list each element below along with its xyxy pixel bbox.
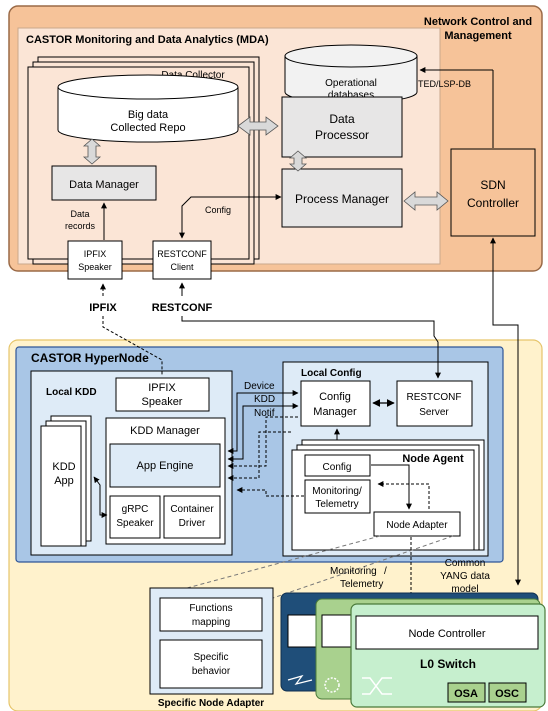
process-manager-label: Process Manager [295,192,389,206]
node-agent-label: Node Agent [402,453,464,465]
mda-ipfix-speaker-box [67,240,123,280]
kdd-app-label-1: KDD [52,461,75,473]
big-data-repo: Big data Collected Repo [57,74,239,143]
device-label: Device [244,381,275,392]
data-processor-label-2: Processor [315,128,369,142]
hn-ipfix-speaker-label-1: IPFIX [148,382,176,394]
node-adapter-box [373,511,461,537]
star-burst-icon [324,677,340,693]
ipfix-protocol-label: IPFIX [89,302,117,314]
mda-title: CASTOR Monitoring and Data Analytics (MD… [26,34,269,46]
monitoring-telemetry-label-2: / [384,566,387,577]
kdd-manager-label: KDD Manager [130,425,200,437]
monitoring-telemetry-label-1: Monitoring [330,566,377,577]
mda-ipfix-speaker-label-1: IPFIX [84,249,107,259]
restconf-server-box [396,380,473,427]
monitoring-telemetry-box [304,479,371,514]
network-control-title-1: Network Control and [424,16,532,28]
osa-label: OSA [454,688,478,700]
network-control-title-2: Management [444,30,512,42]
restconf-protocol-label: RESTCONF [152,302,213,314]
operational-databases: Operational databases [284,44,418,104]
specific-behavior-box [159,639,263,689]
restconf-server-label-2: Server [419,407,449,418]
monitoring-label-1: Monitoring/ [312,486,362,497]
config-manager-label-1: Config [319,391,351,403]
grpc-speaker-box [109,495,161,539]
sdn-controller-label-1: SDN [480,178,505,192]
big-data-label-2: Collected Repo [110,122,185,134]
restconf-client-label-1: RESTCONF [157,249,207,259]
sdn-controller-label-2: Controller [467,196,519,210]
data-processor-box [281,96,403,158]
specific-behavior-label-2: behavior [192,666,231,677]
process-manager-box [281,168,403,228]
ted-lsp-label: TED/LSP-DB [418,79,471,89]
functions-mapping-box [159,597,263,632]
operational-db-label-1: Operational [325,78,377,89]
restconf-server-label-1: RESTCONF [407,392,462,403]
config-manager-label-2: Manager [313,406,357,418]
data-manager-box [51,165,157,201]
local-config-label: Local Config [301,368,362,379]
data-records-label-1: Data [70,209,89,219]
specific-node-adapter-label: Specific Node Adapter [158,698,264,709]
node-controller-box [355,615,539,650]
specific-behavior-label-1: Specific [193,652,228,663]
mda-ipfix-speaker-label-2: Speaker [78,262,112,272]
osc-box [488,682,527,703]
bidirectional-block-arrow-icon [82,116,449,211]
app-engine-label: App Engine [137,460,194,472]
hn-ipfix-speaker-box [115,377,210,412]
node-adapter-label: Node Adapter [386,520,448,531]
grpc-speaker-label-2: Speaker [116,518,154,529]
l0-switch-label: L0 Switch [420,657,476,671]
common-yang-label-2: YANG data [440,571,490,582]
config-manager-box [300,380,371,427]
sdn-controller-box [450,148,536,237]
container-driver-label-1: Container [170,504,214,515]
common-yang-label-1: Common [445,558,486,569]
kdd-app-label-2: App [54,475,74,487]
data-records-label-2: records [65,221,96,231]
na-config-box [304,454,371,477]
kdd-label: KDD [254,394,275,405]
functions-mapping-label-1: Functions [189,603,232,614]
node-controller-label: Node Controller [408,628,485,640]
config-label-mda: Config [205,205,231,215]
operational-db-label-2: databases [328,90,374,101]
na-config-label: Config [323,462,352,473]
local-kdd-label: Local KDD [46,387,97,398]
data-manager-label: Data Manager [69,179,139,191]
kdd-app-box [40,425,82,547]
functions-mapping-label-2: mapping [192,617,230,628]
restconf-client-label-2: Client [170,262,194,272]
container-driver-label-2: Driver [179,518,206,529]
hn-ipfix-speaker-label-2: Speaker [142,396,183,408]
data-processor-label-1: Data [329,112,355,126]
monitoring-label-2: Telemetry [315,499,358,510]
osa-box [447,682,486,703]
hypernode-title: CASTOR HyperNode [31,351,149,365]
big-data-label-1: Big data [128,109,169,121]
optical-switch-icon [362,677,392,695]
common-yang-label-3: model [451,584,478,595]
container-driver-box [163,495,221,539]
data-collector-label: Data Collector [161,70,225,81]
app-engine-box [109,443,221,488]
osc-label: OSC [495,688,519,700]
grpc-speaker-label-1: gRPC [122,504,149,515]
monitoring-telemetry-label-3: Telemetry [340,579,383,590]
database-icon [57,87,239,143]
restconf-client-box [152,240,212,280]
